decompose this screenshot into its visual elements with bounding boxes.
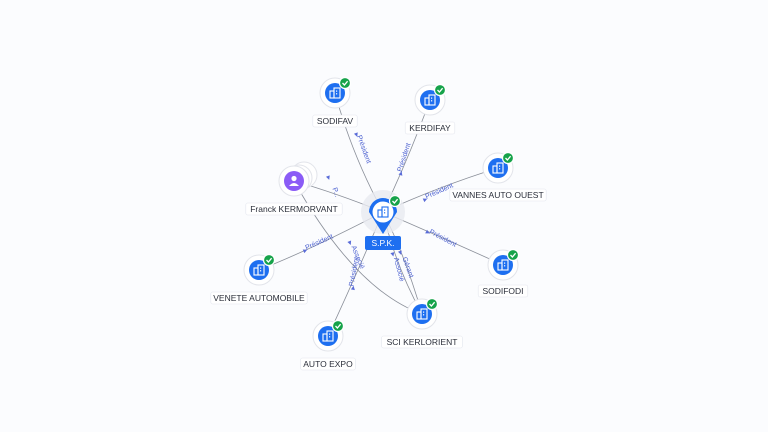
check-badge-icon <box>338 76 352 90</box>
edge-arrow-icon <box>425 229 430 234</box>
building-icon <box>377 206 389 218</box>
node-label: AUTO EXPO <box>303 359 353 369</box>
node-label: Franck KERMORVANT <box>250 204 338 214</box>
edge-label: P... <box>330 187 340 198</box>
node-label-box <box>381 335 463 349</box>
check-badge-icon <box>433 83 447 97</box>
edge-label: Président <box>428 229 457 249</box>
center-label-box <box>365 236 401 250</box>
node-label: SCI KERLORIENT <box>387 337 458 347</box>
edge-arrow-icon <box>398 171 403 176</box>
node-label-box <box>210 291 308 305</box>
building-icon <box>322 330 334 342</box>
node-label: VANNES AUTO OUEST <box>452 190 543 200</box>
node-label: VENETE AUTOMOBILE <box>213 293 305 303</box>
building-icon <box>492 162 504 174</box>
node-sodifodi[interactable]: SODIFODI <box>477 248 529 298</box>
user-icon <box>289 175 299 186</box>
check-badge-icon <box>501 151 515 165</box>
node-label-box <box>477 284 529 298</box>
edge-arrow-icon <box>397 250 402 255</box>
edge-label: Président <box>355 134 372 164</box>
edge-arrow-icon <box>422 198 428 203</box>
edge-arrow-icon <box>390 252 395 257</box>
node-label: KERDIFAY <box>409 123 451 133</box>
node-label-box <box>245 202 343 216</box>
node-label: SODIFAV <box>317 116 354 126</box>
check-badge-icon <box>425 297 439 311</box>
node-franck[interactable]: Franck KERMORVANT <box>245 161 343 216</box>
node-venete[interactable]: VENETE AUTOMOBILE <box>210 253 308 305</box>
node-label-box <box>300 357 356 371</box>
check-badge-icon <box>506 248 520 262</box>
building-icon <box>497 259 509 271</box>
nodes-layer: S.P.K. SODIFAV KERDIFAY VANNES AUTO OUEST SO… <box>210 76 547 371</box>
building-icon <box>416 308 428 320</box>
check-badge-icon <box>331 319 345 333</box>
edge-arrow-icon <box>302 249 308 254</box>
edge-label: Président <box>397 142 413 172</box>
building-icon <box>424 94 436 106</box>
building-icon <box>253 264 265 276</box>
edge-arrow-icon <box>325 175 330 180</box>
building-icon <box>329 87 341 99</box>
node-sodifav[interactable]: SODIFAV <box>312 76 358 128</box>
node-autoexpo[interactable]: AUTO EXPO <box>300 319 356 371</box>
node-label-box <box>449 188 547 202</box>
center-label: S.P.K. <box>372 238 395 248</box>
check-badge-icon <box>262 253 276 267</box>
node-vannes[interactable]: VANNES AUTO OUEST <box>449 151 547 202</box>
node-label-box <box>404 121 456 135</box>
node-label-box <box>312 114 358 128</box>
node-center-spk[interactable]: S.P.K. <box>361 190 405 250</box>
check-badge-icon <box>388 194 402 208</box>
edge-label: Président <box>304 233 334 251</box>
node-label: SODIFODI <box>482 286 523 296</box>
edge-arrow-icon <box>347 240 352 246</box>
node-kerdifay[interactable]: KERDIFAY <box>404 83 456 135</box>
edge-arrow-icon <box>350 285 355 291</box>
edge-arrow-icon <box>353 132 358 137</box>
node-kerlorient[interactable]: SCI KERLORIENT <box>381 297 463 349</box>
